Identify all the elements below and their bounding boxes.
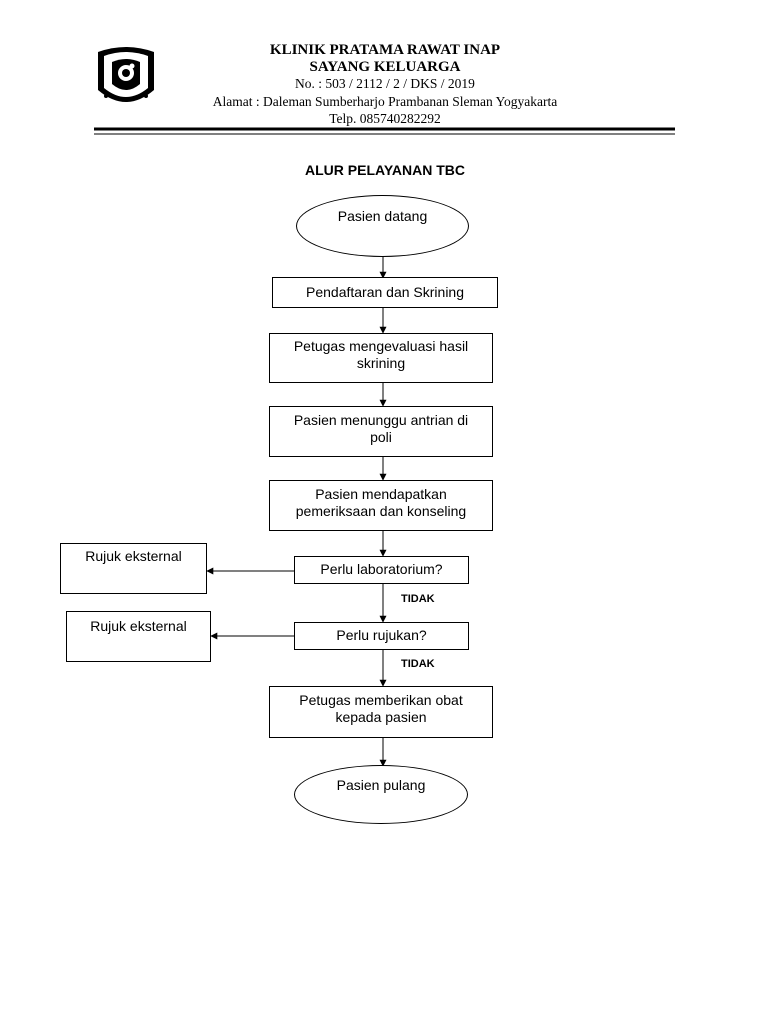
flow-referral-2-label: Rujuk eksternal [90,618,187,634]
flow-step-evaluate: Petugas mengevaluasi hasil skrining [269,333,493,383]
flow-step-exam-label: Pasien mendapatkan pemeriksaan dan konse… [295,486,467,519]
flow-decision-lab-label: Perlu laboratorium? [320,561,443,577]
flow-referral-2: Rujuk eksternal [66,611,211,662]
clinic-phone: Telp. 085740282292 [329,111,441,126]
flow-start-label: Pasien datang [337,208,428,224]
flow-referral-1: Rujuk eksternal [60,543,207,594]
flow-decision-lab: Perlu laboratorium? [294,556,469,584]
flow-end-oval: Pasien pulang [294,765,468,824]
flow-step-registration-label: Pendaftaran dan Skrining [306,284,464,300]
clinic-address: Alamat : Daleman Sumberharjo Prambanan S… [212,94,558,109]
flow-referral-1-label: Rujuk eksternal [85,548,182,564]
flow-label-no-2: TIDAK [401,658,435,670]
flow-step-exam: Pasien mendapatkan pemeriksaan dan konse… [269,480,493,531]
flow-step-medicine-label: Petugas memberikan obat kepada pasien [299,692,463,725]
clinic-logo [98,47,154,102]
clinic-name: KLINIK PRATAMA RAWAT INAP [269,42,501,58]
license-number: No. : 503 / 2112 / 2 / DKS / 2019 [295,76,475,91]
flow-step-queue: Pasien menunggu antrian di poli [269,406,493,457]
clinic-subname: SAYANG KELUARGA [309,59,461,75]
flow-start-oval: Pasien datang [296,195,469,257]
flow-decision-referral-label: Perlu rujukan? [336,627,427,643]
flow-label-no-1: TIDAK [401,593,435,605]
flow-decision-referral: Perlu rujukan? [294,622,469,650]
flow-step-queue-label: Pasien menunggu antrian di poli [293,412,469,445]
flow-end-label: Pasien pulang [336,777,426,793]
flow-step-evaluate-label: Petugas mengevaluasi hasil skrining [293,338,469,371]
flow-step-medicine: Petugas memberikan obat kepada pasien [269,686,493,738]
page-title: ALUR PELAYANAN TBC [305,162,465,178]
flow-step-registration: Pendaftaran dan Skrining [272,277,498,308]
